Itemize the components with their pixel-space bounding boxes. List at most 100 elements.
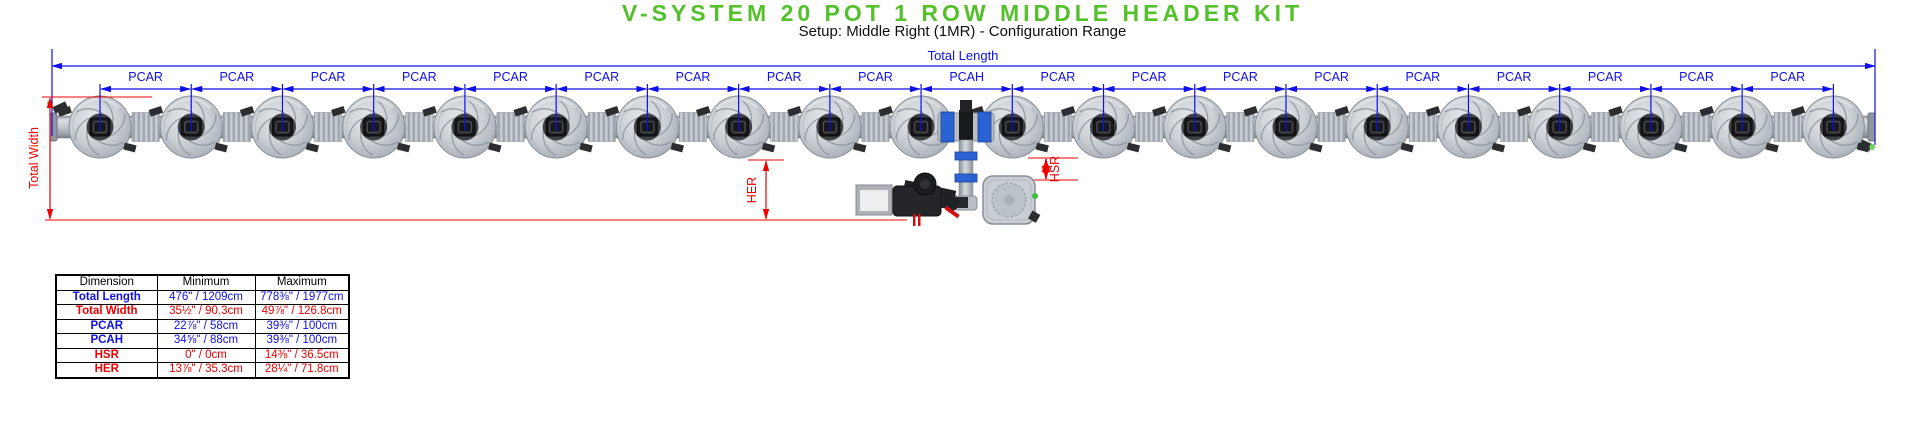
drip-fitting bbox=[1035, 142, 1049, 153]
drip-fitting bbox=[488, 142, 502, 153]
drip-fitting bbox=[1765, 142, 1779, 153]
total-width-label: Total Width bbox=[27, 127, 41, 189]
drip-fitting bbox=[331, 105, 346, 117]
segment-label: PCAR bbox=[676, 70, 711, 84]
segment-label: PCAR bbox=[1132, 70, 1167, 84]
drip-fitting bbox=[214, 142, 228, 153]
segment-label: PCAR bbox=[1588, 70, 1623, 84]
minimum-cell: 35½" / 90.3cm bbox=[156, 304, 256, 320]
drip-fitting bbox=[1674, 142, 1688, 153]
page-subtitle: Setup: Middle Right (1MR) - Configuratio… bbox=[798, 23, 1127, 40]
her-label: HER bbox=[745, 177, 759, 203]
reservoir bbox=[982, 175, 1041, 225]
segment-label: PCAR bbox=[128, 70, 163, 84]
segment-label: PCAR bbox=[1223, 70, 1258, 84]
total-length-label: Total Length bbox=[928, 48, 999, 63]
dimension-cell: HSR bbox=[55, 347, 158, 363]
pump-unit bbox=[855, 172, 959, 226]
pipe-coupler bbox=[496, 112, 525, 142]
rail-end-cap-right bbox=[1867, 112, 1876, 142]
maximum-cell: 14⅜" / 36.5cm bbox=[254, 347, 350, 363]
segment-label: PCAR bbox=[767, 70, 802, 84]
drip-fitting bbox=[1790, 105, 1806, 117]
drip-fitting bbox=[878, 105, 893, 117]
drip-fitting bbox=[1060, 105, 1076, 117]
maximum-cell: 778⅜" / 1977cm bbox=[254, 289, 350, 305]
minimum-cell: 34⅝" / 88cm bbox=[156, 333, 256, 349]
drip-fitting bbox=[1126, 142, 1141, 153]
drip-fitting bbox=[579, 142, 593, 153]
drip-fitting bbox=[1517, 105, 1532, 117]
pipe-coupler bbox=[131, 112, 160, 142]
pipe-coupler bbox=[1682, 112, 1711, 142]
drip-fitting bbox=[148, 105, 164, 117]
dimension-cell: Total Width bbox=[55, 304, 158, 320]
dimension-cell: PCAH bbox=[55, 333, 158, 349]
pipe-coupler bbox=[1500, 112, 1528, 142]
drip-fitting bbox=[57, 105, 72, 117]
header-assembly bbox=[855, 100, 1041, 226]
pipe-coupler bbox=[1135, 112, 1164, 142]
drip-fitting bbox=[1400, 142, 1414, 153]
dimension-cell: PCAR bbox=[55, 318, 158, 334]
drip-fitting bbox=[1425, 105, 1441, 117]
drip-fitting bbox=[1699, 105, 1715, 117]
pipe-coupler bbox=[1408, 112, 1437, 142]
hsr-label: HSR bbox=[1048, 156, 1062, 182]
segment-label: PCAR bbox=[1497, 70, 1532, 84]
drip-fitting bbox=[670, 142, 684, 153]
segment-label: PCAR bbox=[1770, 70, 1805, 84]
pipe-coupler bbox=[679, 112, 707, 142]
drip-fitting bbox=[1334, 105, 1350, 117]
drip-fitting bbox=[604, 105, 620, 117]
drip-fitting bbox=[1152, 105, 1167, 117]
header-manifold bbox=[937, 100, 995, 143]
reservoir-indicator bbox=[1032, 193, 1038, 199]
drip-fitting bbox=[761, 142, 776, 153]
table-header-cell: Minimum bbox=[156, 274, 256, 291]
minimum-cell: 476" / 1209cm bbox=[156, 289, 256, 305]
pipe-coupler bbox=[1773, 112, 1802, 142]
segment-label: PCAR bbox=[1314, 70, 1349, 84]
drip-fitting bbox=[1856, 142, 1870, 153]
pot-18 bbox=[1619, 95, 1683, 159]
pipe-coupler bbox=[1591, 112, 1620, 142]
page-title: V-SYSTEM 20 POT 1 ROW MIDDLE HEADER KIT bbox=[621, 0, 1304, 26]
segment-label: PCAR bbox=[1679, 70, 1714, 84]
pipe-coupler bbox=[861, 112, 890, 142]
drip-fitting bbox=[1309, 142, 1323, 153]
pipe-coupler bbox=[587, 112, 616, 142]
drip-fitting bbox=[123, 142, 137, 153]
table-header-cell: Maximum bbox=[254, 274, 350, 291]
pipe-coupler bbox=[770, 112, 799, 142]
pipe-coupler bbox=[1044, 112, 1072, 142]
drip-fitting bbox=[1582, 142, 1597, 153]
minimum-cell: 13⅞" / 35.3cm bbox=[156, 362, 256, 378]
drip-fitting bbox=[513, 105, 529, 117]
segment-label: PCAR bbox=[584, 70, 619, 84]
red-valve-handle bbox=[944, 205, 960, 219]
segment-label: PCAR bbox=[1041, 70, 1076, 84]
dimension-cell: HER bbox=[55, 362, 158, 378]
drip-fitting bbox=[1217, 142, 1232, 153]
segment-label: PCAH bbox=[949, 70, 984, 84]
drip-fitting bbox=[396, 142, 411, 153]
pot-8 bbox=[707, 95, 771, 159]
segment-label: PCAR bbox=[493, 70, 528, 84]
drip-fitting bbox=[787, 105, 802, 117]
drip-fitting bbox=[1243, 105, 1258, 117]
segment-label: PCAR bbox=[1405, 70, 1440, 84]
drip-fitting bbox=[695, 105, 711, 117]
drip-fitting bbox=[239, 105, 255, 117]
